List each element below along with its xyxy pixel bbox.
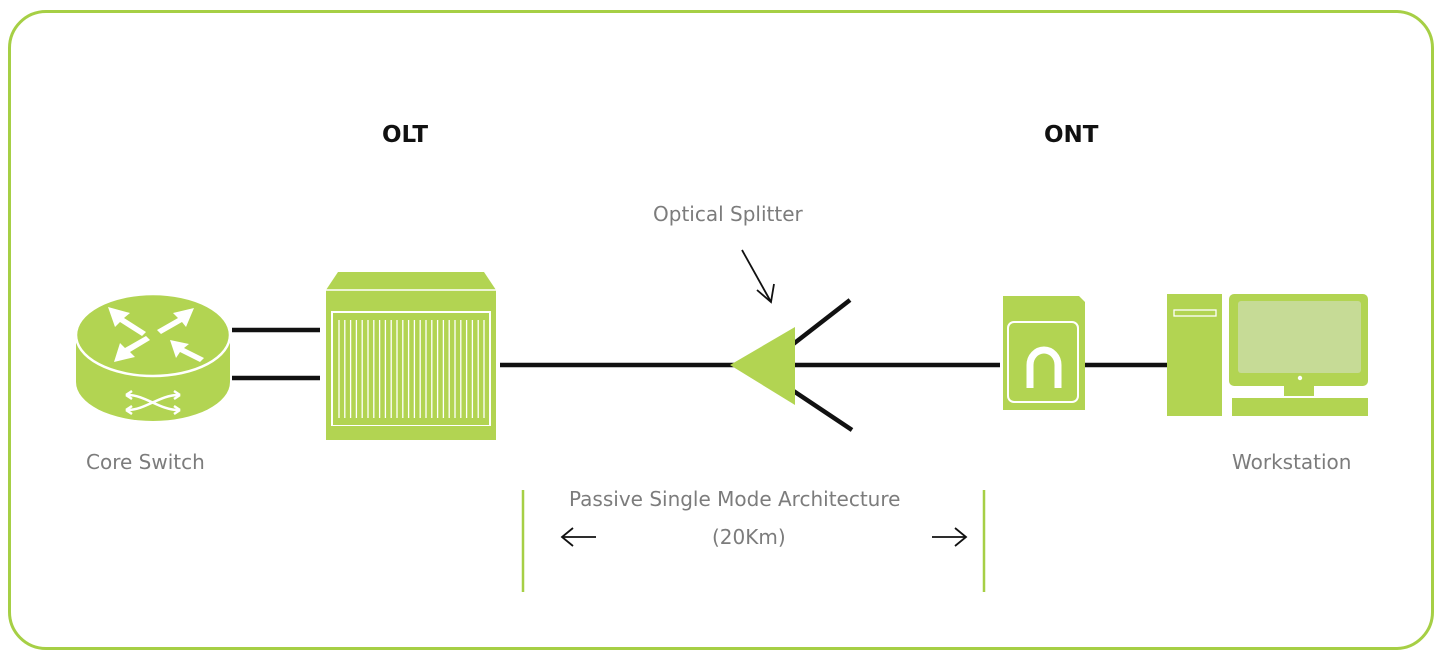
olt-chassis-icon bbox=[326, 272, 496, 440]
optical-splitter-icon bbox=[730, 327, 795, 405]
ont-device-icon bbox=[1003, 296, 1085, 410]
left-arrow bbox=[560, 527, 596, 547]
splitter-branch-down bbox=[790, 388, 854, 432]
pon-diagram bbox=[74, 249, 1368, 592]
splitter-branch-up bbox=[790, 298, 852, 347]
span-markers bbox=[521, 490, 986, 592]
connections bbox=[232, 298, 1170, 432]
right-arrow bbox=[932, 527, 968, 547]
router-icon bbox=[74, 292, 232, 421]
ont-heading: ONT bbox=[1044, 122, 1099, 148]
core-switch-label: Core Switch bbox=[86, 450, 205, 474]
architecture-label: Passive Single Mode Architecture bbox=[569, 487, 901, 511]
desktop-computer-icon bbox=[1167, 294, 1368, 416]
olt-heading: OLT bbox=[382, 122, 429, 148]
splitter-label: Optical Splitter bbox=[653, 202, 803, 226]
distance-label: (20Km) bbox=[712, 525, 786, 549]
workstation-label: Workstation bbox=[1232, 450, 1352, 474]
splitter-pointer-arrow bbox=[741, 249, 775, 304]
